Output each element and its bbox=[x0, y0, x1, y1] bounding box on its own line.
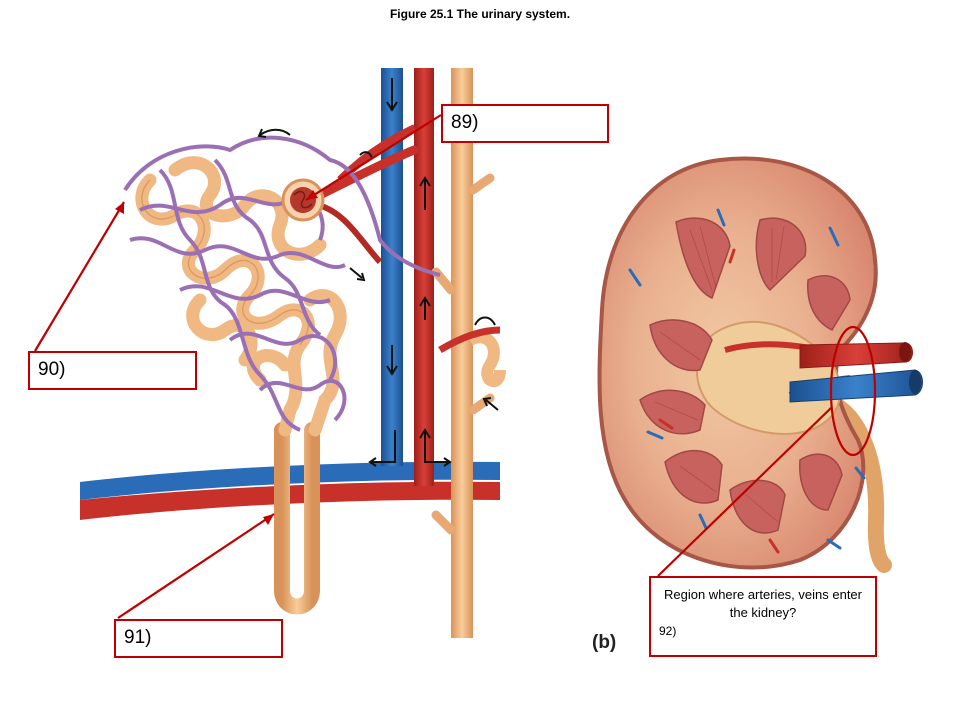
callout-lines bbox=[34, 114, 833, 619]
flow-arrows bbox=[257, 78, 499, 467]
label-box-89[interactable]: 89) bbox=[441, 104, 609, 143]
hilum-highlight-ellipse bbox=[829, 325, 877, 457]
label-92-text: 92) bbox=[659, 624, 677, 638]
duct-branch-4 bbox=[431, 510, 456, 535]
callout-arrowheads bbox=[115, 190, 318, 525]
label-box-90[interactable]: 90) bbox=[28, 351, 197, 390]
collecting-duct bbox=[451, 68, 473, 638]
ureter bbox=[828, 397, 892, 573]
peritubular-capillaries bbox=[123, 135, 441, 432]
figure-title: Figure 25.1 The urinary system. bbox=[389, 7, 571, 21]
renal-artery bbox=[799, 342, 913, 369]
duct-branch-1 bbox=[468, 173, 495, 195]
interlobular-vein bbox=[381, 68, 403, 466]
nephron-illustration bbox=[80, 68, 506, 638]
label-box-92[interactable]: Region where arteries, veins enter the k… bbox=[649, 576, 877, 657]
label-91-text: 91) bbox=[124, 627, 152, 648]
callout-line-89 bbox=[305, 114, 442, 201]
callout-line-92 bbox=[657, 406, 833, 577]
renal-pyramids bbox=[639, 217, 851, 534]
afferent-arteriole bbox=[315, 145, 419, 200]
callout-line-90 bbox=[34, 201, 125, 352]
cortical-vessels bbox=[628, 208, 866, 554]
efferent-arteriole bbox=[317, 202, 383, 265]
loop-of-henle bbox=[274, 422, 320, 615]
label-90-text: 90) bbox=[38, 359, 66, 380]
interlobular-artery bbox=[414, 68, 434, 486]
partial-nephron-right bbox=[467, 331, 506, 388]
panel-b-caption: (b) bbox=[592, 632, 617, 653]
duct-branch-3 bbox=[468, 393, 495, 415]
label-89-text: 89) bbox=[451, 112, 479, 133]
label-box-91[interactable]: 91) bbox=[114, 619, 283, 658]
label-92-prompt: Region where arteries, veins enter the k… bbox=[664, 587, 862, 620]
callout-line-91 bbox=[117, 513, 275, 619]
kidney-illustration bbox=[597, 156, 923, 573]
